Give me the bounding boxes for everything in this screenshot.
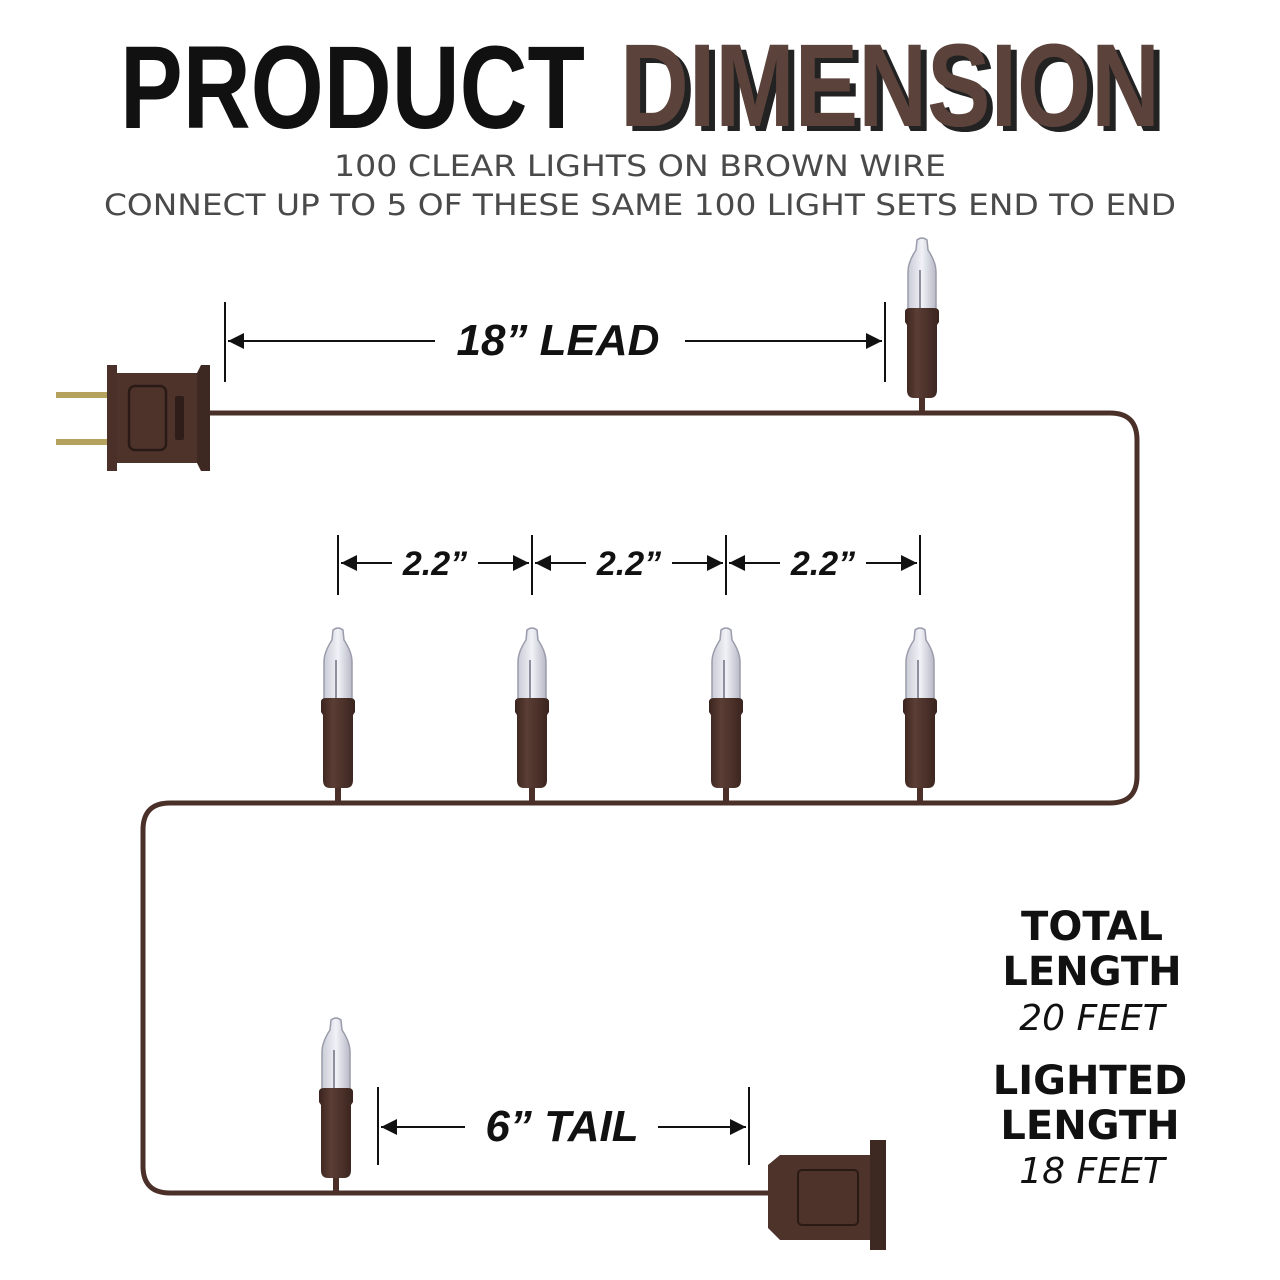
total-length-label: LENGTH [1002, 949, 1181, 995]
total-length-label: TOTAL [1021, 904, 1163, 950]
bulb-icon [904, 237, 940, 416]
lighted-length-label: LIGHTED [993, 1058, 1188, 1104]
bulb-icon [318, 1017, 354, 1196]
plug-prong [56, 392, 111, 398]
tail-dimension: 6” TAIL [377, 1087, 750, 1165]
lead-dimension: 18” LEAD [224, 302, 886, 382]
wire [140, 410, 1140, 1196]
lighted-length-label: LENGTH [1000, 1103, 1179, 1149]
total-length-value: 20 FEET [1019, 998, 1167, 1039]
title-dimension: DIMENSION [620, 20, 1160, 152]
subtitle-line-2: CONNECT UP TO 5 OF THESE SAME 100 LIGHT … [104, 188, 1176, 222]
spacing-label: 2.2” [596, 545, 661, 583]
end-connector-socket [768, 1140, 886, 1250]
bulb-icon [514, 627, 550, 806]
title-product: PRODUCT [120, 22, 585, 154]
lighted-length-value: 18 FEET [1019, 1151, 1167, 1192]
plug-prong [56, 439, 111, 445]
subtitle-line-1: 100 CLEAR LIGHTS ON BROWN WIRE [334, 149, 946, 183]
lead-label: 18” LEAD [457, 316, 660, 365]
plug [56, 365, 210, 471]
bulb-icon [320, 627, 356, 806]
spacing-label: 2.2” [402, 545, 467, 583]
spacing-dimension: 2.2” 2.2” 2.2” [337, 535, 921, 595]
length-specs: TOTAL LENGTH 20 FEET LIGHTED LENGTH 18 F… [993, 904, 1188, 1192]
bulb-icon [902, 627, 938, 806]
tail-label: 6” TAIL [485, 1102, 638, 1151]
bulb-icon [708, 627, 744, 806]
spacing-label: 2.2” [790, 545, 855, 583]
